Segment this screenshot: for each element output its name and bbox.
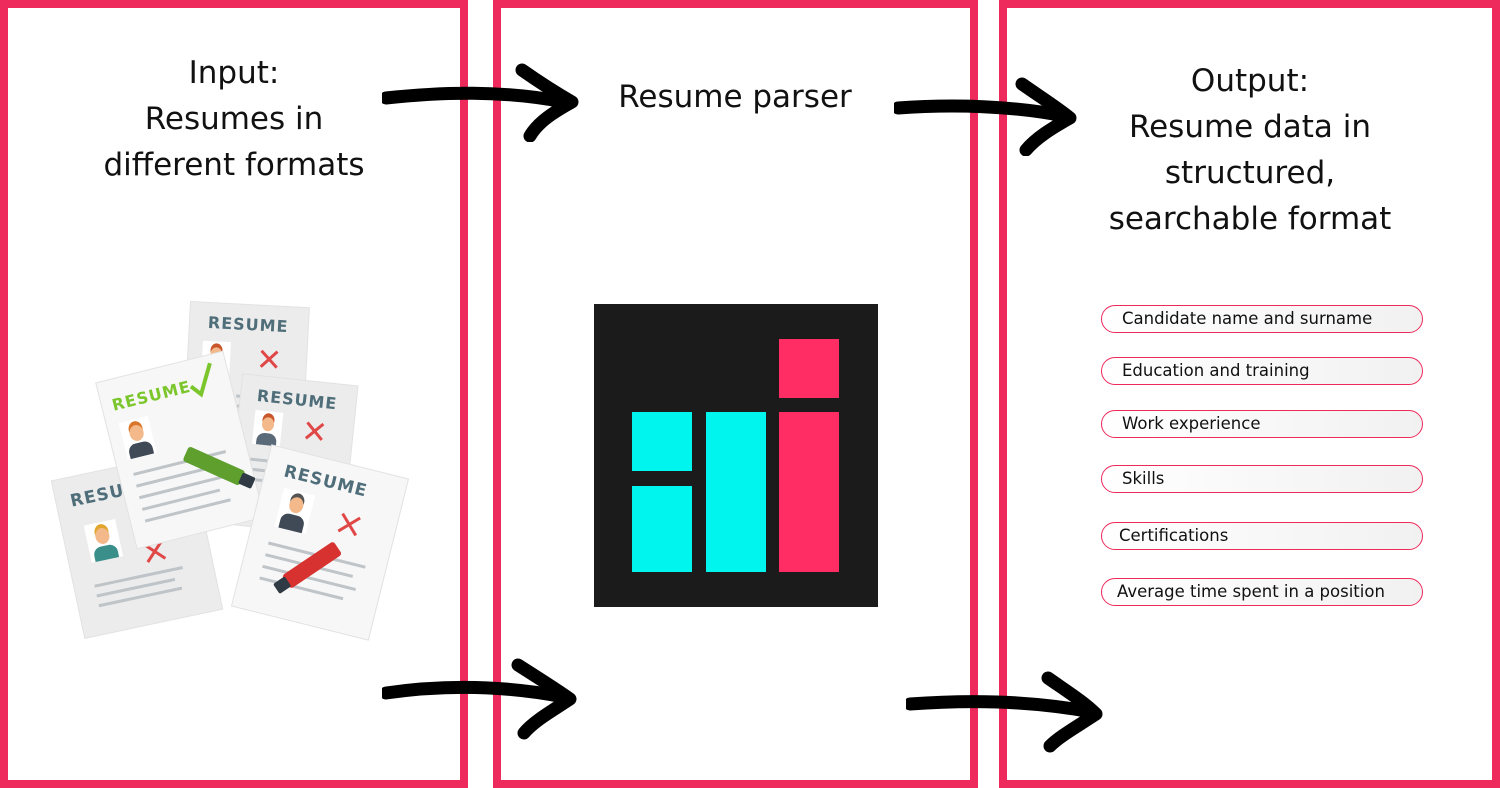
output-field-certifications: Certifications [1101,522,1423,550]
resume-document-icon: RESUME [232,445,408,640]
checkmark-icon [189,362,212,398]
resume-document-icon: RESU [51,452,223,638]
logo-block-pink-dot [779,339,839,398]
resume-stack-illustration: RESUME RESU RESUME RESUME [51,295,415,640]
output-field-education: Education and training [1101,357,1423,385]
output-panel [999,0,1500,788]
arrow-right-icon [906,671,1103,753]
output-field-skills: Skills [1101,465,1423,493]
logo-block-cyan-top [632,412,692,471]
avatar-icon [118,415,157,460]
resume-document-icon: RESUME [183,302,309,458]
avatar-icon [83,518,124,563]
parser-panel [493,0,978,788]
resume-title: RESUME [109,376,193,415]
arrow-right-icon [894,77,1077,156]
parser-heading: Resume parser [618,79,852,115]
resume-document-icon: RESUME [227,374,358,536]
cross-icon [259,349,279,369]
arrow-right-icon [382,658,577,740]
output-field-work-experience: Work experience [1101,410,1423,438]
arrow-right-icon [382,63,579,142]
logo-block-cyan-tall [706,412,766,572]
resume-document-icon: RESUME [96,351,264,549]
logo-block-pink-tall [779,412,839,572]
avatar-icon [274,487,316,535]
input-heading: Input: Resumes in different formats [103,55,365,183]
input-panel [0,0,468,788]
logo-block-cyan-bottom [632,486,692,572]
cross-icon [337,512,361,537]
resume-title: RESUME [256,386,339,414]
cross-icon [143,539,167,563]
cross-icon [304,421,325,441]
output-heading: Output: Resume data in structured, searc… [1108,63,1392,237]
resume-title: RESUME [207,312,289,337]
resume-title: RESU [68,480,127,512]
output-field-candidate-name: Candidate name and surname [1101,305,1423,333]
avatar-icon [251,409,284,447]
parser-logo [594,304,878,607]
output-field-average-time: Average time spent in a position [1101,578,1423,606]
